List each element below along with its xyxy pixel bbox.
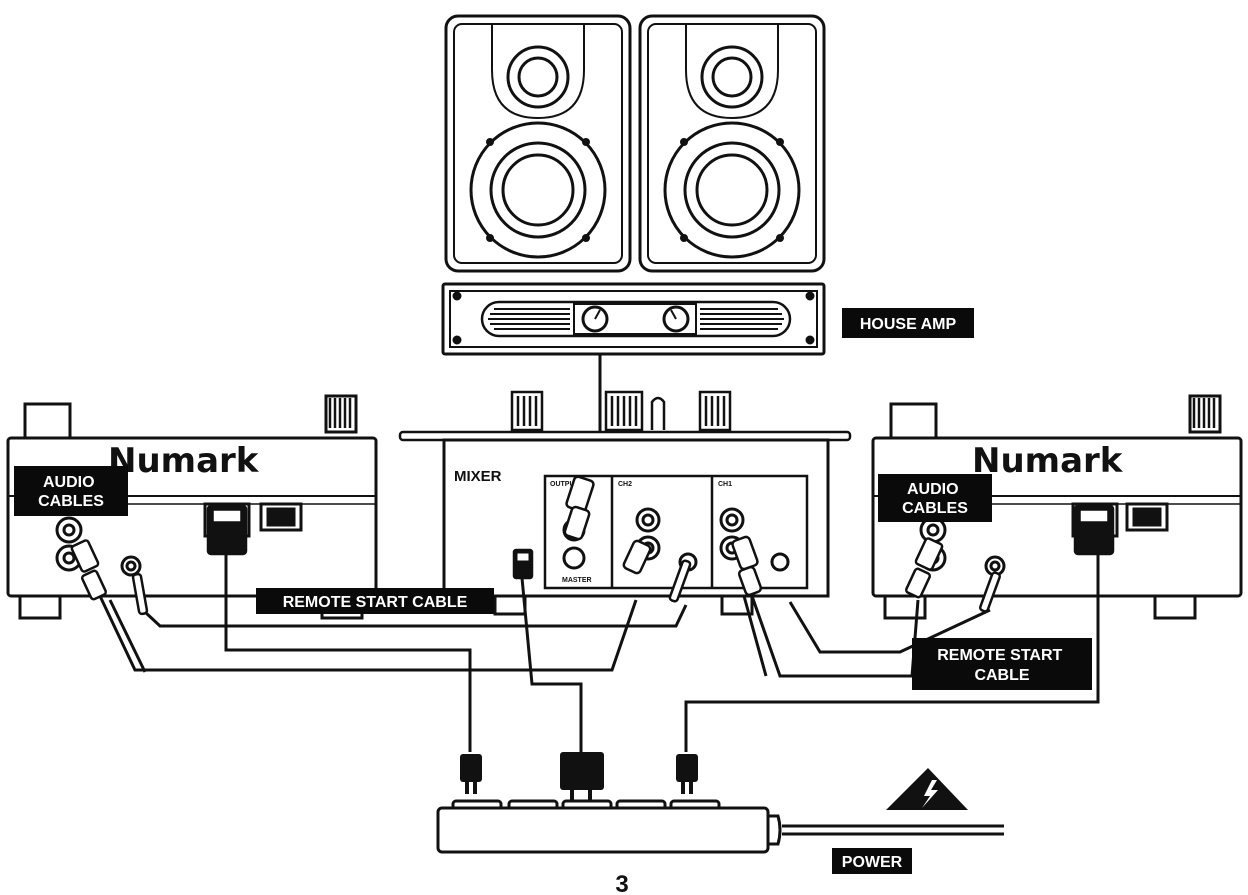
right-remote-start-text: REMOTE START CABLE: [937, 647, 1066, 684]
house-amplifier: [441, 282, 826, 356]
left-player-brand: Numark: [108, 441, 260, 481]
power-adapter-icon: [560, 752, 604, 800]
mixer-ch1-label: CH1: [718, 481, 732, 488]
power-plug-icon: [460, 754, 482, 794]
mixer: [398, 390, 852, 616]
house-amp-label-text: HOUSE AMP: [860, 316, 957, 333]
house-amp-label: HOUSE AMP: [842, 308, 974, 338]
right-audio-cables-text: AUDIO CABLES: [902, 481, 968, 517]
right-speaker: [638, 14, 826, 273]
right-remote-start-label: REMOTE START CABLE: [912, 638, 1092, 690]
mixer-output-label: OUTPUT: [550, 481, 580, 488]
warning-lightning-icon: [886, 768, 968, 810]
left-audio-cables-label: AUDIO CABLES: [14, 466, 128, 516]
power-strip-icon: [436, 799, 1004, 854]
mixer-master-label: MASTER: [562, 577, 592, 584]
right-player-connectors: [904, 504, 1115, 613]
mixer-connectors: [512, 475, 763, 603]
power-label-text: POWER: [842, 854, 903, 871]
left-audio-cables-text: AUDIO CABLES: [38, 474, 104, 510]
left-player-connectors: [70, 504, 248, 616]
mixer-label: MIXER: [454, 468, 502, 485]
left-remote-start-text: REMOTE START CABLE: [283, 594, 468, 611]
power-plug-icon: [676, 754, 698, 794]
power-label: POWER: [832, 848, 912, 874]
left-remote-start-label: REMOTE START CABLE: [256, 588, 494, 614]
mixer-ch2-label: CH2: [618, 481, 632, 488]
right-player-brand: Numark: [972, 441, 1124, 481]
page-number: 3: [615, 871, 628, 895]
cables: [98, 554, 1100, 752]
right-audio-cables-label: AUDIO CABLES: [878, 474, 992, 522]
left-speaker: [444, 14, 632, 273]
